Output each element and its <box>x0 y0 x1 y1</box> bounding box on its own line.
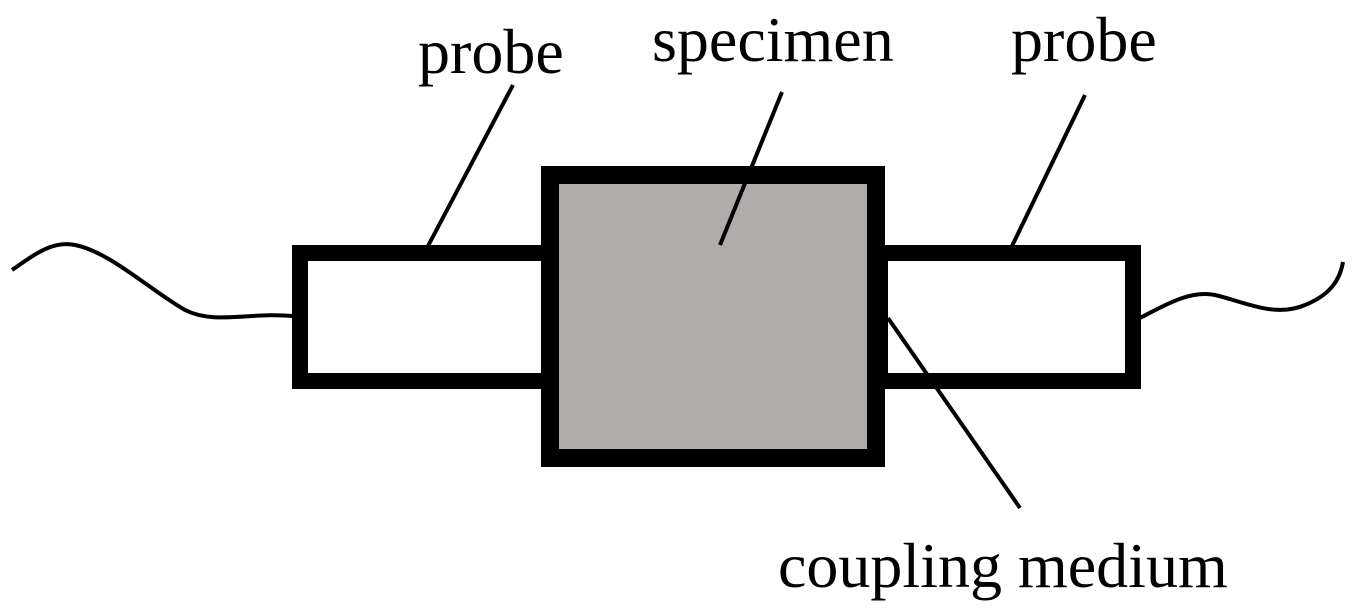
label-coupling-medium: coupling medium <box>778 530 1228 601</box>
leader-line-coupling-medium <box>886 316 1022 510</box>
leader-line-specimen <box>718 91 784 246</box>
leader-line-probe-right <box>1010 94 1087 247</box>
leader-line-probe-left <box>426 84 515 247</box>
left-cable <box>10 242 294 320</box>
label-probe-left: probe <box>418 16 564 87</box>
label-probe-right: probe <box>1011 4 1157 75</box>
left-probe <box>292 245 558 389</box>
label-specimen: specimen <box>652 4 894 75</box>
right-cable <box>1139 261 1345 320</box>
specimen-block <box>541 166 885 467</box>
